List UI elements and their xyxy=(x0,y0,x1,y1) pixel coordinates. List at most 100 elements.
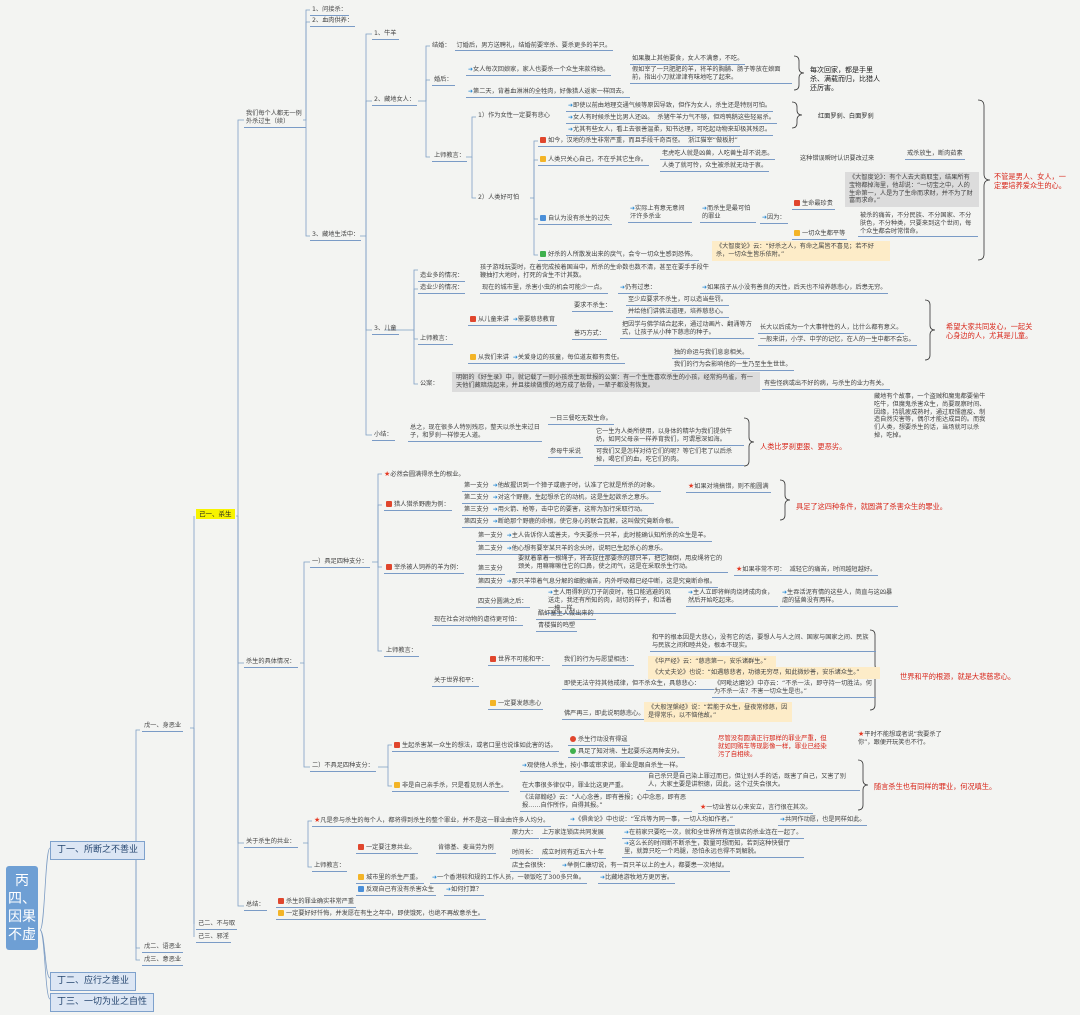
node-hostile-aura[interactable]: 好杀的人所散发出来的戾气，会令一切众生感到恐怖。 xyxy=(538,251,699,261)
node-misconduct[interactable]: 己三、邪淫 xyxy=(196,933,231,943)
node-memory[interactable]: 一般来讲，小学、中学的记忆，在人的一生中都不会忘。 xyxy=(758,336,917,346)
node-correct-view[interactable]: 这种错误瞬时认识要改过来 xyxy=(800,155,875,162)
node-roast[interactable]: ➜主人立即将鲜肉烧烤成肉食，然后开始吃起来。 xyxy=(686,589,778,607)
node-tiger-eats[interactable]: 老虎吃人就是凶兽，人吃兽生却不说恶。 xyxy=(660,150,776,160)
node-instigate[interactable]: ➜观使他人杀生，按小事或审求说，罪业是跟自杀生一样。 xyxy=(520,762,684,772)
node-what-plan[interactable]: ➜如何打算？ xyxy=(444,886,484,896)
node-stealing[interactable]: 己二、不与取 xyxy=(196,920,238,930)
node-cow-kindness[interactable]: 它一生为人类所使用，以身体的精华为我们提供牛奶，如同父母亲一样养育我们，可谓恩深… xyxy=(594,428,744,446)
node-no-joking[interactable]: ★平时不能想或者说“我要杀了你”，跟便开玩笑也不行。 xyxy=(858,730,942,746)
node-no-peace[interactable]: 世界不可能和平： xyxy=(488,656,550,666)
node-all-equal[interactable]: 一切众生都平等 xyxy=(792,230,848,240)
node-vegetarian[interactable]: 戒杀放生，断肉茹素 xyxy=(905,150,965,160)
node-s-factor4[interactable]: 第四支分 ➜那只羊带着气息分解的细胞痛苦，内外呼吸都已经中断，这是究竟断命根。 xyxy=(476,578,718,588)
node-child-perspective[interactable]: 从儿童来讲 ➜需要慈悲教育 xyxy=(468,316,558,326)
node-shared-wish[interactable]: ➜共同作动愿，也是同样如此。 xyxy=(778,816,868,826)
node-cartoons[interactable]: 把因学与佛学结合起来，通过动画片、翻涌等方式，让孩子从小种下慈悲的种子。 xyxy=(620,321,754,339)
node-l1-good-karma[interactable]: 丁二、应行之善业 xyxy=(50,972,137,992)
node-hk-fish[interactable]: ➜一个香港较和规的工作人员，一顿饭吃了300多只鱼。 xyxy=(430,874,587,884)
node-demon-story[interactable]: 藏地有个故事，一个盗贼和魔鬼都要偷牛吃牛，但魔鬼杀害众生，尚要观察时间、因缘，持… xyxy=(874,393,986,439)
node-brief-summary[interactable]: 小结： xyxy=(372,431,395,441)
node-compassion-root[interactable]: 和平的根本因是大悲心，没有它的话，要想人与人之间、国家与国家之间、民族与民族之间… xyxy=(650,634,876,652)
node-guru-teaching-coll[interactable]: 上师教言： xyxy=(312,862,347,872)
node-meaningful[interactable]: 长大以后成为一个大事特性的人，比什么都有意义。 xyxy=(758,324,905,334)
node-less-karma[interactable]: 造业少的情况： xyxy=(418,284,466,294)
node-our-perspective[interactable]: 从我们来讲 ➜关爱身边的孩童，每位道友都有责任。 xyxy=(468,354,626,364)
node-women-compassion[interactable]: 1）作为女性一定要有悲心 xyxy=(478,112,550,119)
node-one-meal[interactable]: ➜在前家只要吃一次，就和全世界所有连锁店的杀业连在一起了。 xyxy=(622,829,805,839)
node-very-serious[interactable]: 杀生的罪业确实非常严重 xyxy=(276,898,357,908)
node-marriage[interactable]: 结婚： 订婚后，男方送聘礼，结婚前要宰杀、要杀更多的羊只。 xyxy=(432,42,614,51)
node-still-harm[interactable]: ➜仍有过患： xyxy=(618,284,658,294)
node-repent[interactable]: 一定要好好忏悔，并发愿在有生之年中，即使饿死，也绝不再故意杀生。 xyxy=(276,910,486,920)
node-indifferent[interactable]: 人类了就可怜，众生被杀就无动于衷。 xyxy=(660,162,770,172)
node-after-complete[interactable]: 四支分圆满之后： xyxy=(476,598,530,608)
node-hunter-example[interactable]: 猎人猎杀野鹿为例： xyxy=(384,501,452,511)
node-city-bugs[interactable]: 现在的城市里，杀害小虫的机会可能少一点。 xyxy=(480,284,608,294)
node-indirect-killing[interactable]: 1、问接杀： xyxy=(310,6,349,16)
node-cow-killed[interactable]: 可我们又是怎样对待它们的呢？等它们老了以后杀掉，喝它们的血，吃它们的肉。 xyxy=(594,448,744,466)
node-cow-story[interactable]: 参母牛采说 xyxy=(548,448,583,458)
node-pain-equal[interactable]: 被杀的痛苦，不分民族、不分国家、不分肤色，不分种类，只要来到这个世间，每个众生都… xyxy=(858,212,978,238)
node-chains[interactable]: 上万家连锁店共同发展 xyxy=(540,829,606,839)
node-sheep-example[interactable]: 宰杀被人饲养的羊为例： xyxy=(384,564,465,574)
node-case[interactable]: 公案： xyxy=(420,380,439,387)
node-humans-scary[interactable]: 2）人类好可怕 xyxy=(478,194,520,201)
node-self-vs-other[interactable]: 自己杀只是自己染上罪过而已，但让别人手的话，既害了自己，又害了别人，大家主要是讲… xyxy=(646,773,860,791)
node-guru-teaching-women[interactable]: 上师教言： xyxy=(432,152,467,162)
node-mind-based[interactable]: ★一切业皆以心来安立，言行很在其次。 xyxy=(698,803,814,814)
node-l1-karma-nature[interactable]: 丁三、一切为业之自性 xyxy=(50,993,155,1013)
node-buddha-repeat[interactable]: 佛严再三，即此说明慈悲心。 xyxy=(562,710,647,720)
node-contradict[interactable]: 我们的行为与愿望相违： xyxy=(562,656,635,666)
node-mind-karma[interactable]: 戊三、意恶业 xyxy=(142,956,184,966)
node-s-factor1[interactable]: 第一支分 ➜主人告诉你人或善夫，今天要杀一只羊，此时能确认知所杀的众生是羊。 xyxy=(476,532,712,542)
node-because[interactable]: ➜因为： xyxy=(760,214,788,224)
node-all-participants[interactable]: ★凡是参与杀生的每个人，都将得到杀生的整个罪业，并不是这一罪业由许多人均分。 xyxy=(312,816,552,827)
node-worse-than-nomad[interactable]: ➜比藏地游牧地方更厉害。 xyxy=(598,874,676,884)
node-children[interactable]: 3、儿童 xyxy=(372,325,399,335)
node-watch-coll[interactable]: 一定要注意共业。 xyxy=(356,844,418,854)
node-no-fault[interactable]: 自认为没有杀生的过失 xyxy=(538,215,612,225)
node-intent[interactable]: 生起杀害某一众生的想法，或者口里也说谁如此害的话。 xyxy=(392,742,559,752)
node-killing-details[interactable]: 杀生的具体情况： xyxy=(244,658,298,668)
node-women-gentle[interactable]: ➜尤其有些女人，看上去很善温柔，知书达理，可吃起动物来却极其残忍。 xyxy=(566,126,774,136)
node-no-compassion-child[interactable]: ➜如果孩子从小没有善良的天性，后天也不培养慈悲心，后患无穷。 xyxy=(700,284,889,294)
node-women-terrible[interactable]: ➜即使以前由地理交通气候等原因导致，但作为女人，杀生还是特别可怕。 xyxy=(566,102,774,112)
node-h-wrong-target[interactable]: ★如果对境搞错，则不能圆满 xyxy=(686,482,771,493)
node-fate[interactable]: 独的命运与我们息息相关。 xyxy=(672,349,751,359)
node-no-liberation[interactable]: ➜这么长的时间断不断杀生，数量可想而知，若到这种快餐厅里，就算只吃一个鸡腿，恐怕… xyxy=(622,840,804,858)
node-world-peace[interactable]: 关于世界和平： xyxy=(432,677,480,687)
node-two-factors[interactable]: 具足了知对境、生起要乐这两种支分。 xyxy=(568,748,686,758)
node-kfc[interactable]: 肯德基、麦当劳为例 xyxy=(436,844,496,854)
node-s-factor2[interactable]: 第二支分 ➜他心想有要宰某只羊的念头时，说明已生起杀心的意乐。 xyxy=(476,545,669,555)
node-summary[interactable]: 总结： xyxy=(244,901,267,911)
node-s-factor3[interactable]: 第三支分 xyxy=(476,565,505,575)
node-cattle[interactable]: 1、牛羊 xyxy=(372,30,399,40)
node-years[interactable]: 成立时间有近五六十年 xyxy=(540,849,606,859)
node-l1-bad-karma[interactable]: 丁一、所断之不善业 xyxy=(50,841,146,861)
node-abuse-b[interactable]: 青楼猫的鸣塑 xyxy=(536,622,578,632)
node-next-day[interactable]: ➜第二天，背着血淋淋的全牲肉，好像猎人返家一样回去。 xyxy=(466,88,630,98)
node-everyone-killed[interactable]: 我们每个人都无一例外杀过生（续） xyxy=(244,110,306,128)
node-animal-abuse[interactable]: 现在社会对动物的虐待更可怕： xyxy=(432,616,523,626)
node-tibet-life[interactable]: 3、藏地生活中： xyxy=(310,231,362,241)
node-city-killing[interactable]: 城市里的杀生严重。 xyxy=(356,874,424,884)
node-must-do[interactable]: ★如果非常不可： 减轻它的痛苦，时间越短越好。 xyxy=(734,565,879,576)
node-dharma-talk[interactable]: 并给他们讲佛法道理，培养慈悲心。 xyxy=(626,308,729,318)
node-abuse-a[interactable]: 酷虾塞生人做出来的 xyxy=(536,610,596,620)
node-scale[interactable]: 原力大： xyxy=(510,829,539,839)
node-h-factor2[interactable]: 第二支分 ➜对这个野鹿，生起想杀它的动机，这是生起欲杀之意乐。 xyxy=(462,494,655,504)
node-reflect[interactable]: 反观自己有没有杀害众生 xyxy=(356,886,437,896)
node-cruel-people[interactable]: 总之，现在很多人特别残忍，整天以杀生来过日子，和罗刹一样惨无人道。 xyxy=(408,424,542,442)
node-body-karma[interactable]: 戊一、身恶业 xyxy=(142,722,184,732)
node-no-kill-compassion[interactable]: 即使无法守持其他戒律，但不杀众生，具慈悲心： xyxy=(562,680,714,690)
node-guru-teaching-detail[interactable]: 上师教言： xyxy=(384,647,419,657)
node-blood-offering[interactable]: 2、血肉供养： xyxy=(310,17,356,27)
node-hundred-sheep[interactable]: ➜举例仁康切说，有一百只羊以上的主人，都要患一次地狱。 xyxy=(560,862,730,872)
node-owner[interactable]: 店主会很快： xyxy=(510,862,552,872)
node-influence[interactable]: 我们的行为会影响他的一生乃至生生世世。 xyxy=(672,361,794,371)
root-node[interactable]: 丙四、因果不虚 xyxy=(6,866,38,950)
node-h-factor3[interactable]: 第三支分 ➜用火箭、枪等，击中它的要害，这称为加行采取行动。 xyxy=(462,506,649,516)
node-punish[interactable]: 至少应要求不杀生，可以造当些罚。 xyxy=(626,296,729,306)
node-four-factors[interactable]: 一）具足四种支分： xyxy=(310,558,370,568)
